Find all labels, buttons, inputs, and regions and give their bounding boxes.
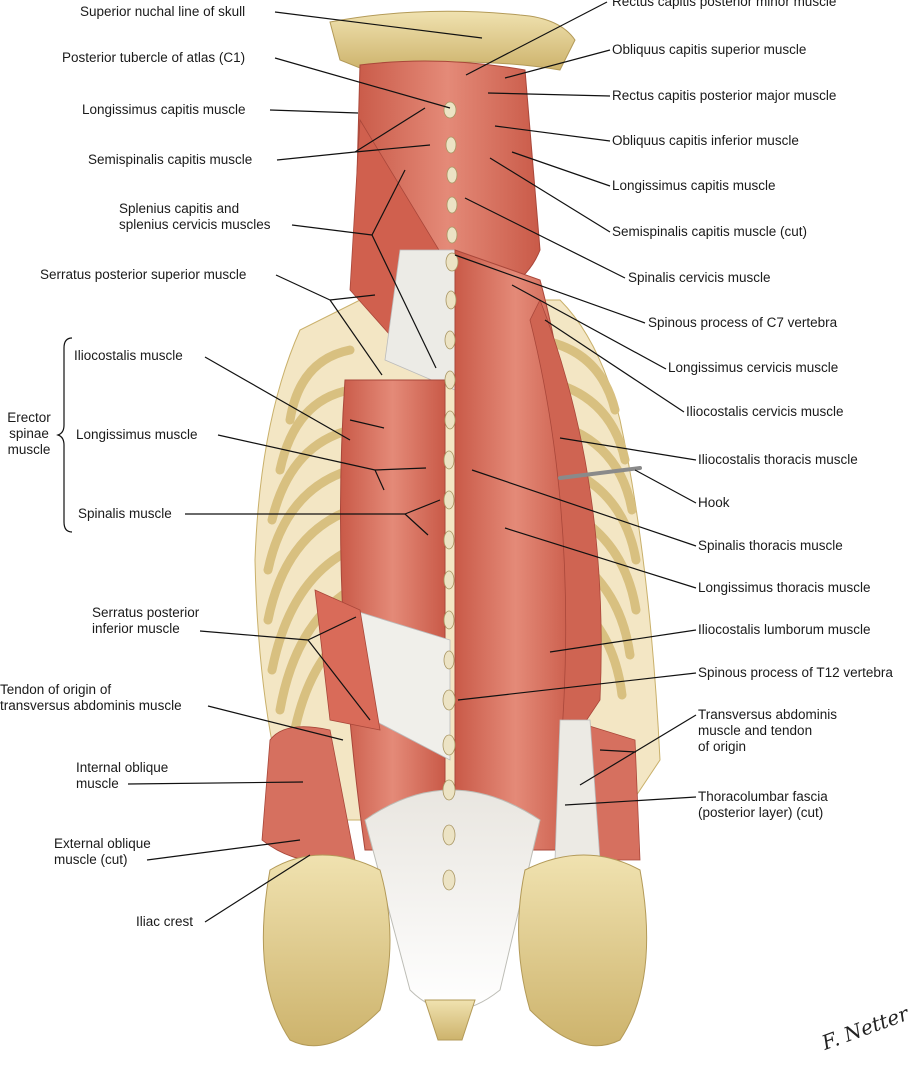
label-superior-nuchal-line: Superior nuchal line of skull xyxy=(80,4,246,19)
label-tendon-origin-transversus: Tendon of origin of transversus abdomini… xyxy=(0,682,182,714)
label-serratus-posterior-superior: Serratus posterior superior muscle xyxy=(40,267,247,282)
label-transversus-line3: of origin xyxy=(698,739,747,754)
spine xyxy=(442,101,459,891)
label-internal-oblique: Internal oblique muscle xyxy=(76,760,168,792)
label-splenius-line1: Splenius capitis and xyxy=(119,201,240,216)
label-internal-oblique-line1: Internal oblique xyxy=(76,760,169,775)
signature: F. Netter M.D. xyxy=(818,982,911,1055)
label-longissimus-cervicis: Longissimus cervicis muscle xyxy=(668,360,839,375)
label-iliocostalis-thoracis: Iliocostalis thoracis muscle xyxy=(698,452,858,467)
label-serratus-posterior-inferior: Serratus posterior inferior muscle xyxy=(92,605,199,637)
label-iliocostalis-cervicis: Iliocostalis cervicis muscle xyxy=(686,404,844,419)
label-transversus-abdominis: Transversus abdominis muscle and tendon … xyxy=(698,707,837,755)
label-longissimus: Longissimus muscle xyxy=(76,427,198,442)
serratus-inferior-muscle xyxy=(314,589,381,731)
hook-instrument xyxy=(558,466,642,480)
label-erector-line2: spinae xyxy=(9,426,49,441)
label-transversus-line2: muscle and tendon xyxy=(698,723,813,738)
label-obliquus-capitis-superior: Obliquus capitis superior muscle xyxy=(612,42,807,57)
label-spinalis: Spinalis muscle xyxy=(78,506,172,521)
thoracolumbar-fascia xyxy=(364,789,541,1011)
label-spinous-process-c7: Spinous process of C7 vertebra xyxy=(648,315,838,330)
label-serratus-inferior-line1: Serratus posterior xyxy=(92,605,200,620)
label-thoracolumbar-line2: (posterior layer) (cut) xyxy=(698,805,824,820)
label-serratus-inferior-line2: inferior muscle xyxy=(92,621,180,636)
label-longissimus-thoracis: Longissimus thoracis muscle xyxy=(698,580,871,595)
label-iliocostalis: Iliocostalis muscle xyxy=(74,348,183,363)
label-rectus-capitis-major: Rectus capitis posterior major muscle xyxy=(612,88,837,103)
label-longissimus-capitis-right: Longissimus capitis muscle xyxy=(612,178,776,193)
label-rectus-capitis-minor: Rectus capitis posterior minor muscle xyxy=(612,0,837,9)
label-splenius-line2: splenius cervicis muscles xyxy=(119,217,271,232)
label-external-oblique-line2: muscle (cut) xyxy=(54,852,128,867)
label-obliquus-capitis-inferior: Obliquus capitis inferior muscle xyxy=(612,133,799,148)
pelvis-left xyxy=(262,854,391,1047)
erector-bracket xyxy=(56,337,73,533)
label-spinalis-cervicis: Spinalis cervicis muscle xyxy=(628,270,771,285)
sacrum xyxy=(424,999,476,1041)
label-erector-line3: muscle xyxy=(7,442,51,457)
label-iliac-crest: Iliac crest xyxy=(136,914,194,929)
label-internal-oblique-line2: muscle xyxy=(76,776,119,791)
label-hook: Hook xyxy=(698,495,730,510)
label-posterior-tubercle-atlas: Posterior tubercle of atlas (C1) xyxy=(62,50,246,65)
label-spinous-process-t12: Spinous process of T12 vertebra xyxy=(698,665,893,680)
label-spinalis-thoracis: Spinalis thoracis muscle xyxy=(698,538,843,553)
pelvis-right xyxy=(518,854,648,1047)
label-iliocostalis-lumborum: Iliocostalis lumborum muscle xyxy=(698,622,871,637)
leader-lines xyxy=(127,1,697,923)
label-tendon-origin-line1: Tendon of origin of xyxy=(0,682,112,697)
label-semispinalis-capitis: Semispinalis capitis muscle xyxy=(88,152,253,167)
label-tendon-origin-line2: transversus abdominis muscle xyxy=(0,698,182,713)
label-splenius: Splenius capitis and splenius cervicis m… xyxy=(119,201,271,233)
skull-base xyxy=(329,10,576,71)
label-thoracolumbar-line1: Thoracolumbar fascia xyxy=(698,789,828,804)
label-erector-spinae: Erector spinae muscle xyxy=(2,410,56,458)
label-semispinalis-capitis-cut: Semispinalis capitis muscle (cut) xyxy=(612,224,808,239)
label-external-oblique-line1: External oblique xyxy=(54,836,151,851)
label-thoracolumbar-fascia: Thoracolumbar fascia (posterior layer) (… xyxy=(698,789,828,821)
label-external-oblique: External oblique muscle (cut) xyxy=(54,836,151,868)
label-erector-line1: Erector xyxy=(7,410,51,425)
label-transversus-line1: Transversus abdominis xyxy=(698,707,838,722)
label-longissimus-capitis-left: Longissimus capitis muscle xyxy=(82,102,246,117)
